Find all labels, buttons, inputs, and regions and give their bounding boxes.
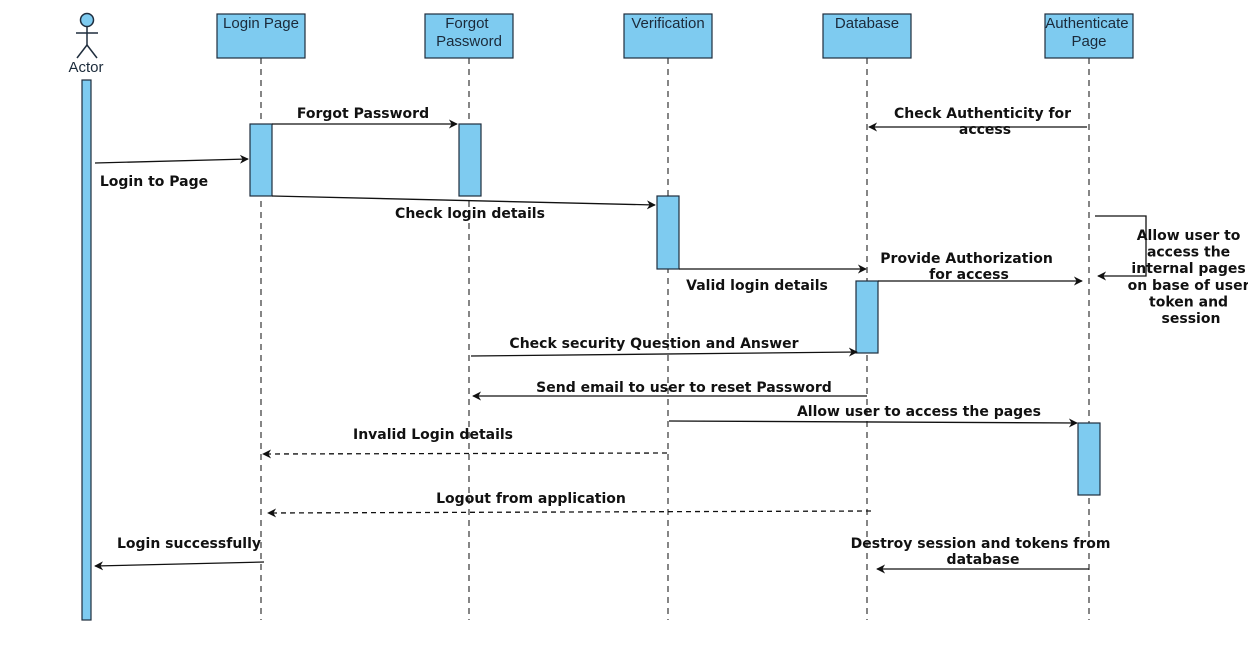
lifeline-label: Login Page xyxy=(223,15,299,32)
message-label-line: for access xyxy=(929,267,1009,283)
message-label-line: token and xyxy=(1149,294,1228,310)
lifeline-box xyxy=(1044,13,1134,59)
message-label-line: Destroy session and tokens from xyxy=(851,536,1111,552)
lifeline-label: Forgot Password xyxy=(436,15,502,50)
lifeline-box xyxy=(623,13,713,59)
actor-activation-bar xyxy=(81,79,92,621)
message-label-line: Provide Authorization xyxy=(880,251,1053,267)
messages xyxy=(94,119,1147,574)
lifeline-label-line: Page xyxy=(1071,33,1106,50)
lifeline-label-line: Forgot xyxy=(445,15,489,32)
message-label-line: Valid login details xyxy=(686,278,828,294)
message-label-line: access the xyxy=(1147,245,1230,261)
message-label-line: Invalid Login details xyxy=(353,427,513,443)
activation-bar-login-page xyxy=(249,123,273,197)
message-label-line: internal pages xyxy=(1131,261,1245,277)
message-arrow-login-to-page xyxy=(94,154,249,164)
message-label-login-to-page: Login to Page xyxy=(100,174,208,190)
message-label-forgot-password: Forgot Password xyxy=(297,106,429,122)
message-label-line: Forgot Password xyxy=(297,106,429,122)
lifeline-authenticate-page: Authenticate Page xyxy=(1044,13,1134,620)
lifeline-label-line: Authenticate xyxy=(1045,15,1128,32)
lifeline-label: Authenticate Page xyxy=(1045,15,1133,50)
message-label-destroy-session: Destroy session and tokens from database xyxy=(851,536,1116,568)
lifeline-verification: Verification xyxy=(623,13,713,620)
message-label-line: Allow user to xyxy=(1137,228,1241,244)
message-arrow-allow-internal-pages xyxy=(1095,215,1147,281)
actor-head xyxy=(79,12,95,28)
message-label-allow-access-pages: Allow user to access the pages xyxy=(797,404,1041,420)
message-arrow-check-security-question xyxy=(470,347,858,357)
message-label-send-email-reset: Send email to user to reset Password xyxy=(536,380,832,396)
actor-label: Actor xyxy=(68,59,103,76)
lifeline-forgot-password: Forgot Password xyxy=(424,13,514,620)
message-label-line: Logout from application xyxy=(436,491,626,507)
message-arrow-allow-access-pages xyxy=(668,418,1078,428)
lifeline-label-line: Login Page xyxy=(223,15,299,32)
message-labels: Forgot Password Check Authenticity for a… xyxy=(100,106,1248,568)
message-label-line: database xyxy=(947,552,1020,568)
message-label-logout-from-application: Logout from application xyxy=(436,491,626,507)
message-label-line: access xyxy=(959,122,1011,138)
message-label-provide-authorization: Provide Authorization for access xyxy=(880,251,1057,283)
lifeline-box xyxy=(822,13,912,59)
message-label-line: Login to Page xyxy=(100,174,208,190)
lifeline-label-line: Verification xyxy=(631,15,704,32)
message-label-valid-login-details: Valid login details xyxy=(686,278,828,294)
lifeline-label: Verification xyxy=(631,15,704,32)
activation-bar-authenticate-page xyxy=(1077,422,1101,496)
lifeline-label: Database xyxy=(835,15,899,32)
activation-bar-verification xyxy=(656,195,680,270)
message-label-check-security-question: Check security Question and Answer xyxy=(509,336,798,352)
message-label-line: Allow user to access the pages xyxy=(797,404,1041,420)
activation-bar-database xyxy=(855,280,879,354)
message-label-line: Login successfully xyxy=(117,536,261,552)
message-label-line: Check Authenticity for xyxy=(894,106,1071,122)
lifeline-box xyxy=(216,13,306,59)
activation-bars xyxy=(249,123,1101,496)
message-label-line: Check security Question and Answer xyxy=(509,336,798,352)
lifeline-box xyxy=(424,13,514,59)
lifeline-label-line: Password xyxy=(436,33,502,50)
message-label-allow-internal-pages: Allow user to access the internal pages … xyxy=(1128,228,1248,327)
message-arrow-check-login-details xyxy=(271,195,656,210)
message-label-check-authenticity: Check Authenticity for access xyxy=(894,106,1076,138)
message-label-line: Send email to user to reset Password xyxy=(536,380,832,396)
activation-bar-forgot-password xyxy=(458,123,482,197)
lifeline-label-line: Database xyxy=(835,15,899,32)
message-label-line: session xyxy=(1162,311,1221,327)
actor: Actor xyxy=(68,12,104,621)
message-label-line: Check login details xyxy=(395,206,545,222)
message-arrow-login-successfully xyxy=(94,561,265,571)
message-arrow-invalid-login-details xyxy=(262,449,668,459)
message-label-invalid-login-details: Invalid Login details xyxy=(353,427,513,443)
stick-figure-icon xyxy=(76,12,98,59)
message-label-login-successfully: Login successfully xyxy=(117,536,261,552)
message-arrow-logout-from-application xyxy=(267,508,872,518)
message-label-line: on base of user xyxy=(1128,278,1248,294)
lifeline-login-page: Login Page xyxy=(216,13,306,620)
message-label-check-login-details: Check login details xyxy=(395,206,545,222)
